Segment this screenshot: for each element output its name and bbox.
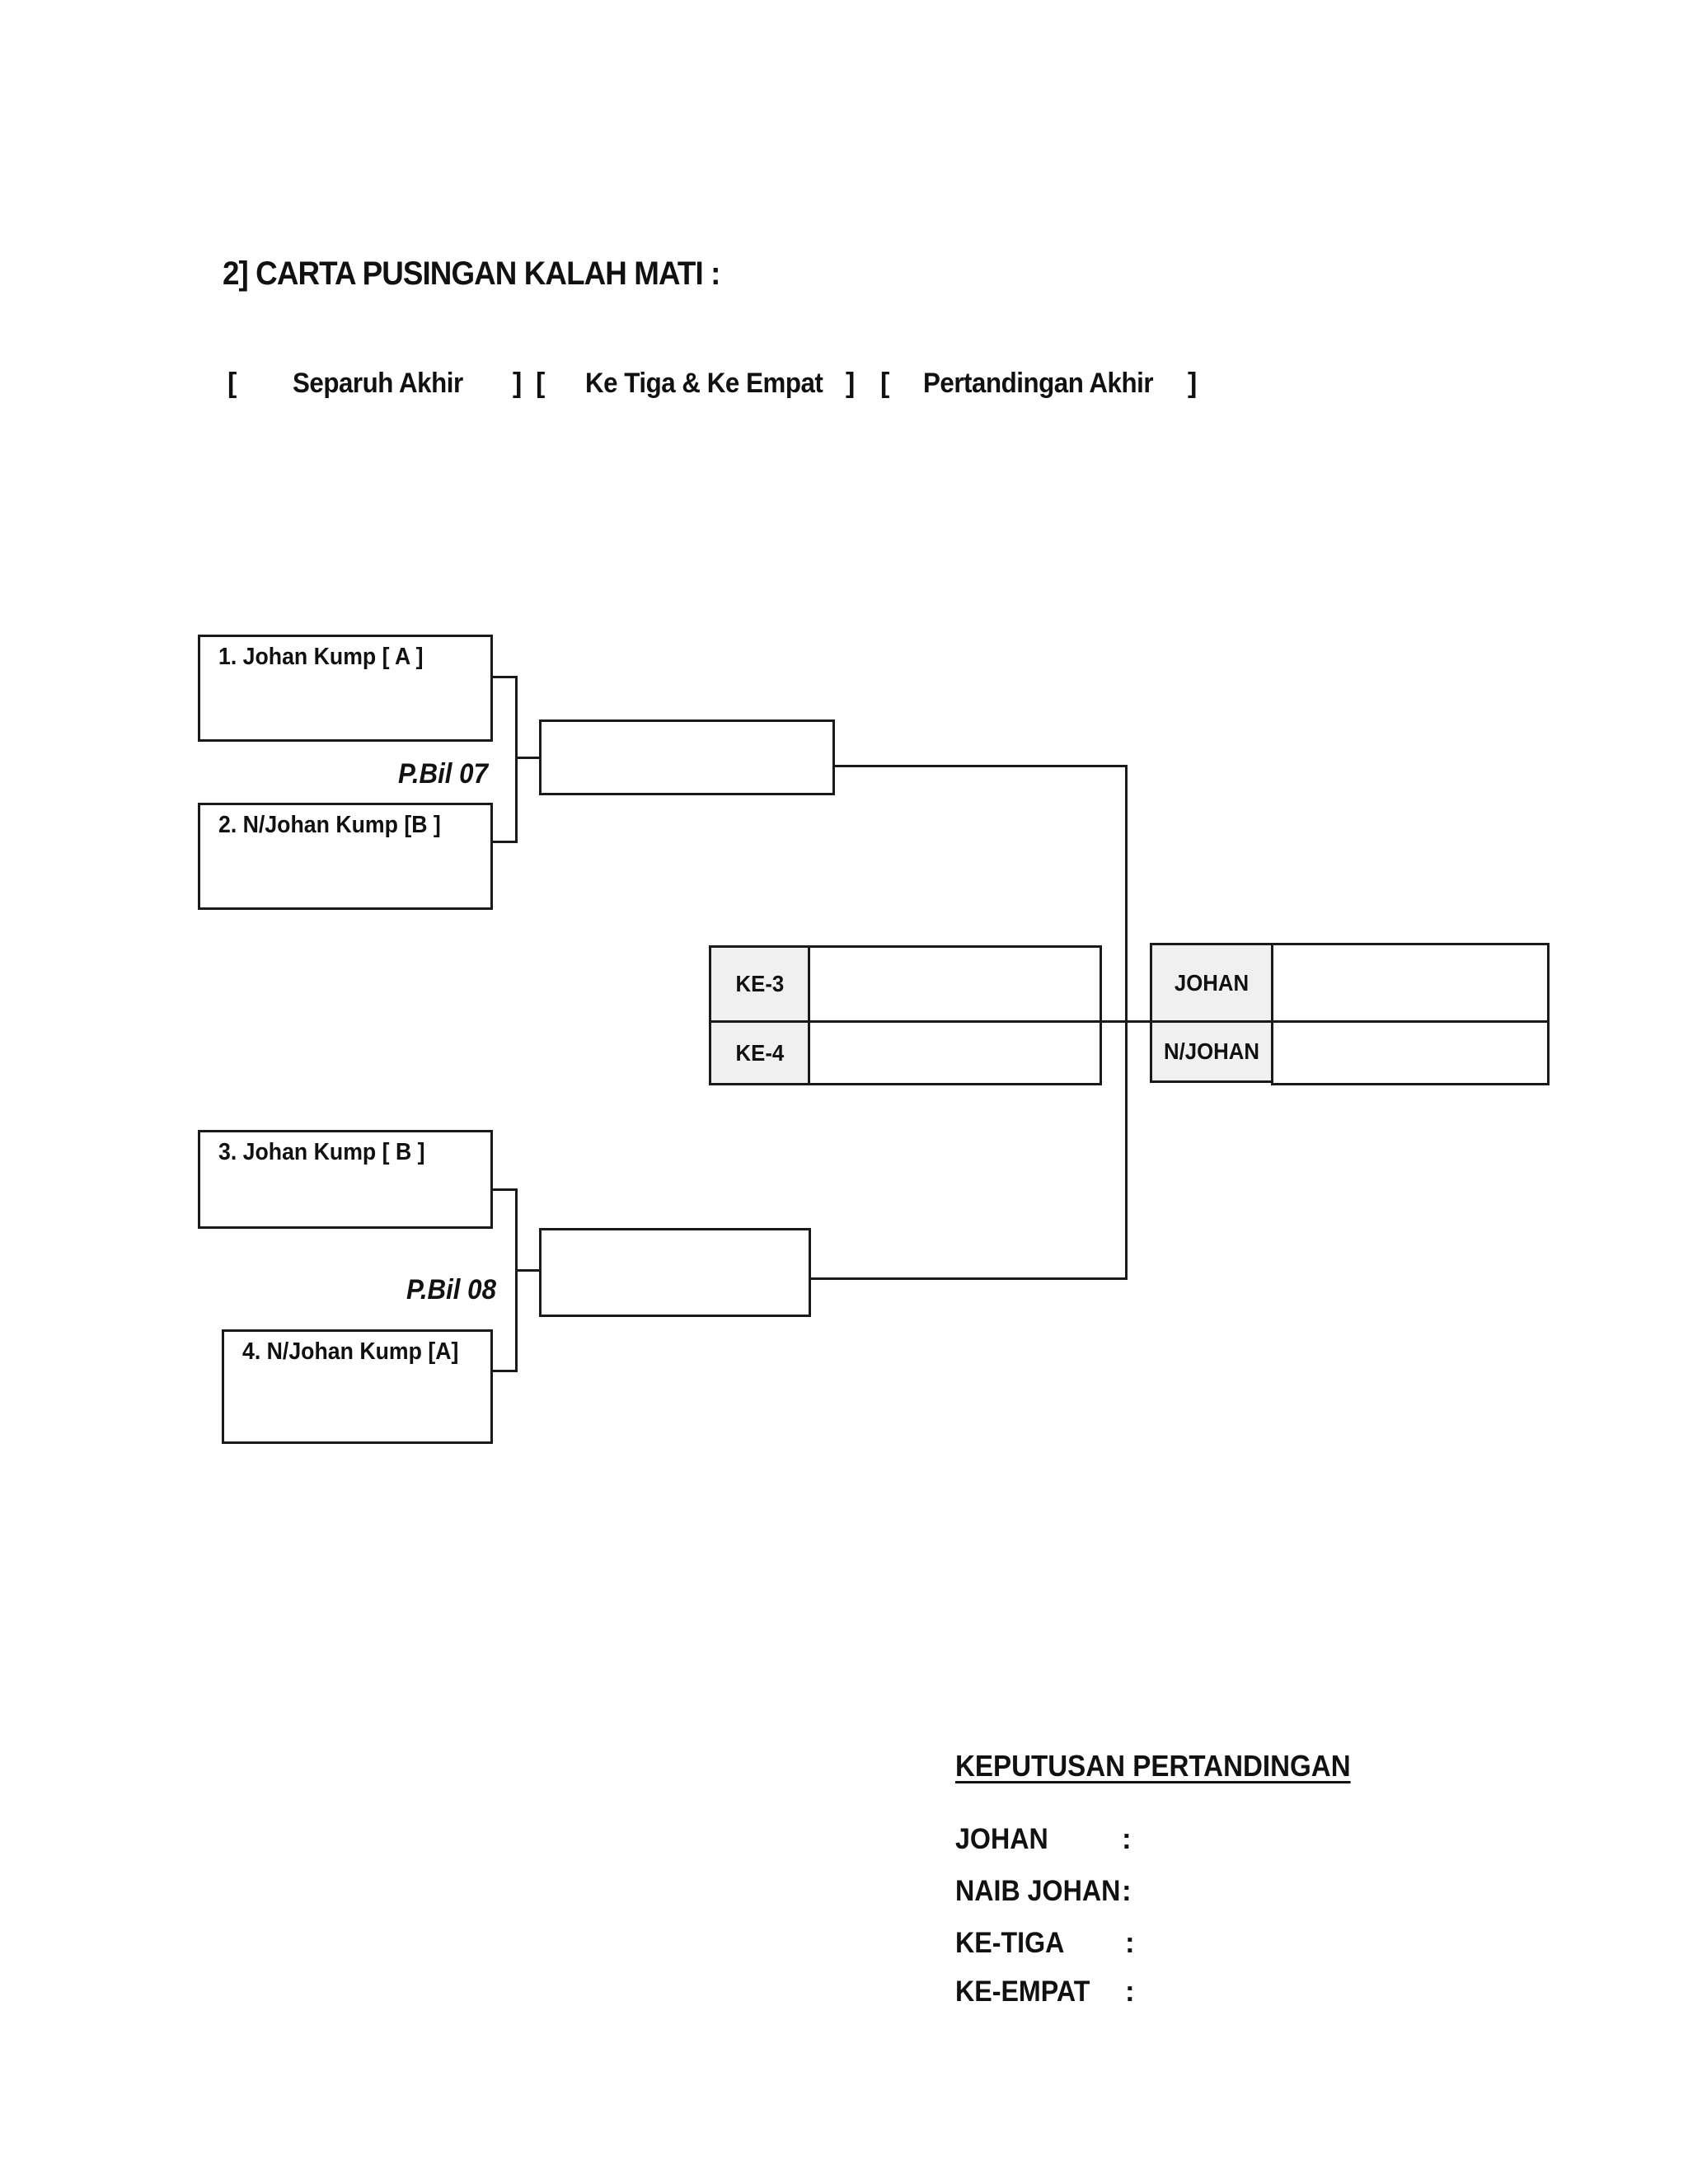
bracket-connector [492,1188,518,1191]
team-label: 3. Johan Kump [ B ] [218,1139,425,1165]
result-colon: : [1125,1975,1135,2008]
result-colon: : [1125,1927,1135,1959]
champion-label-cell: JOHAN [1150,943,1273,1023]
team-box-2[interactable]: 2. N/Johan Kump [B ] [198,803,493,910]
semi-final-winner-box-bottom[interactable] [539,1228,811,1317]
final-connector [810,1277,1128,1280]
runner-up-label: N/JOHAN [1164,1038,1259,1064]
stage-final-label: Pertandingan Akhir [923,368,1154,399]
stage-bracket-open: [ [536,368,546,399]
result-label-third: KE-TIGA [955,1927,1065,1959]
bracket-connector [492,676,518,678]
stage-bracket-close: ] [1188,368,1198,399]
final-connector [1100,1020,1151,1023]
runner-up-entry[interactable] [1271,1020,1550,1085]
match-label-top: P.Bil 07 [398,758,488,790]
page-title: 2] CARTA PUSINGAN KALAH MATI : [223,255,720,292]
result-label-runner-up: NAIB JOHAN [955,1875,1121,1907]
semi-final-winner-box-top[interactable] [539,719,835,795]
champion-label: JOHAN [1174,969,1250,996]
team-box-4[interactable]: 4. N/Johan Kump [A] [222,1329,493,1444]
bracket-connector [515,676,518,843]
bracket-connector [492,1370,518,1372]
team-label: 1. Johan Kump [ A ] [218,644,424,670]
result-colon: : [1122,1823,1132,1855]
third-place-label: KE-3 [735,971,784,996]
third-place-label-cell: KE-3 [709,945,810,1023]
result-label-fourth: KE-EMPAT [955,1975,1090,2008]
team-box-3[interactable]: 3. Johan Kump [ B ] [198,1130,493,1229]
champion-entry[interactable] [1271,943,1550,1023]
stage-bracket-close: ] [513,368,523,399]
runner-up-label-cell: N/JOHAN [1150,1020,1273,1083]
result-colon: : [1122,1875,1132,1907]
team-label: 4. N/Johan Kump [A] [242,1338,459,1365]
stage-bracket-open: [ [880,368,890,399]
stage-bracket-open: [ [227,368,237,399]
fourth-place-entry[interactable] [808,1020,1102,1085]
match-label-bottom: P.Bil 08 [406,1274,496,1305]
stage-third-fourth-label: Ke Tiga & Ke Empat [585,368,823,399]
team-box-1[interactable]: 1. Johan Kump [ A ] [198,635,493,742]
bracket-connector [515,1188,518,1372]
stage-semi-final-label: Separuh Akhir [293,368,463,399]
final-connector [834,765,1128,767]
stage-bracket-close: ] [846,368,856,399]
team-label: 2. N/Johan Kump [B ] [218,812,441,838]
result-label-champion: JOHAN [955,1823,1048,1855]
fourth-place-label: KE-4 [735,1039,784,1066]
fourth-place-label-cell: KE-4 [709,1020,810,1085]
bracket-connector [515,1269,540,1272]
third-place-entry[interactable] [808,945,1102,1023]
bracket-connector [515,757,540,759]
bracket-connector [492,841,518,843]
results-title: KEPUTUSAN PERTANDINGAN [955,1749,1351,1783]
